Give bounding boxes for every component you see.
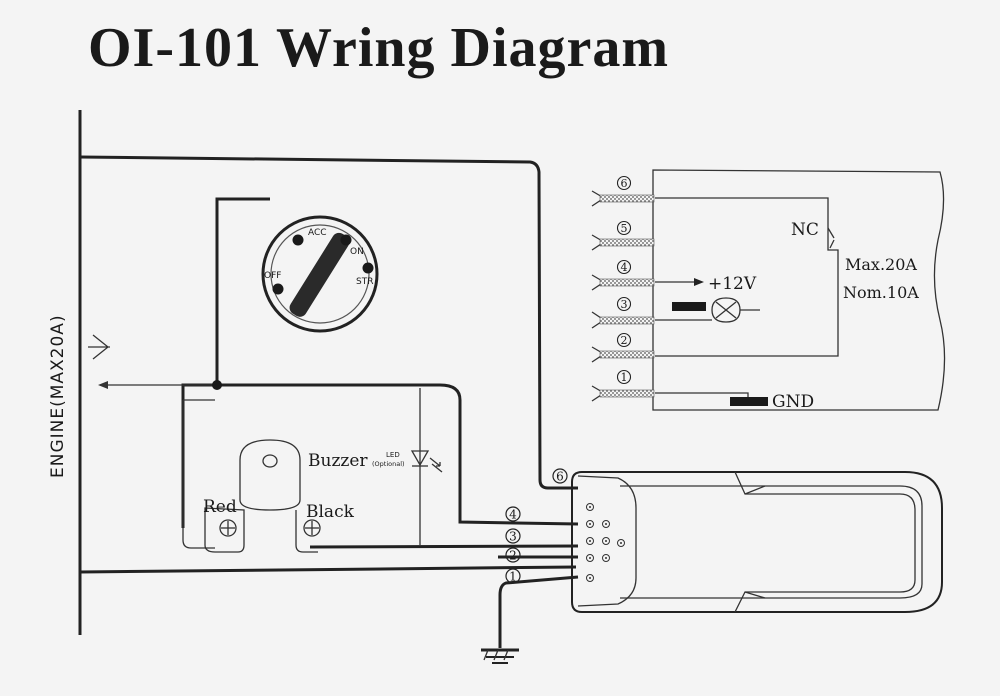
diagram-title: OI-101 Wring Diagram [88,17,669,79]
ign-str-label: STR [356,277,373,287]
relay-pin-4: 4 [621,261,628,274]
ign-acc-label: ACC [308,228,327,238]
ign-on-label: ON [350,247,364,257]
ignition-switch: OFF ACC ON STR [261,215,379,333]
controller-module [571,471,943,613]
relay-pin-6: 6 [621,177,628,190]
buzzer-label: Buzzer [308,451,368,471]
connector-pin-labels: 6 4 3 2 1 [505,468,568,584]
led-sub-label: (Optional) [372,460,405,468]
buzzer-unit: Buzzer Red Black [182,399,368,553]
red-label: Red [203,497,237,517]
relay-max-label: Max.20A [845,255,917,274]
led-label: LED [386,451,400,459]
conn-pin-3: 3 [509,530,517,544]
relay-nc-label: NC [791,220,819,240]
conn-pin-1: 1 [509,570,517,584]
led-optional: LED (Optional) [372,388,443,545]
conn-pin-6: 6 [556,470,564,484]
relay-v12-label: +12V [708,274,757,294]
conn-pin-2: 2 [509,549,517,563]
relay-pin-3: 3 [621,298,628,311]
conn-pin-4: 4 [509,508,517,522]
ign-off-label: OFF [264,271,281,281]
black-label: Black [306,502,355,522]
relay-detail: NC Max.20A Nom.10A 6 5 4 3 [591,169,946,412]
relay-pin-2: 2 [621,334,628,347]
ground-symbol-icon [481,648,519,664]
relay-nom-label: Nom.10A [843,283,919,302]
engine-label: ENGINE(MAX20A) [48,314,68,478]
engine-bar: ENGINE(MAX20A) [48,110,110,635]
main-wires [79,155,579,648]
relay-pin-5: 5 [621,222,628,235]
relay-gnd-label: GND [772,392,814,412]
relay-pin-1: 1 [621,371,628,384]
